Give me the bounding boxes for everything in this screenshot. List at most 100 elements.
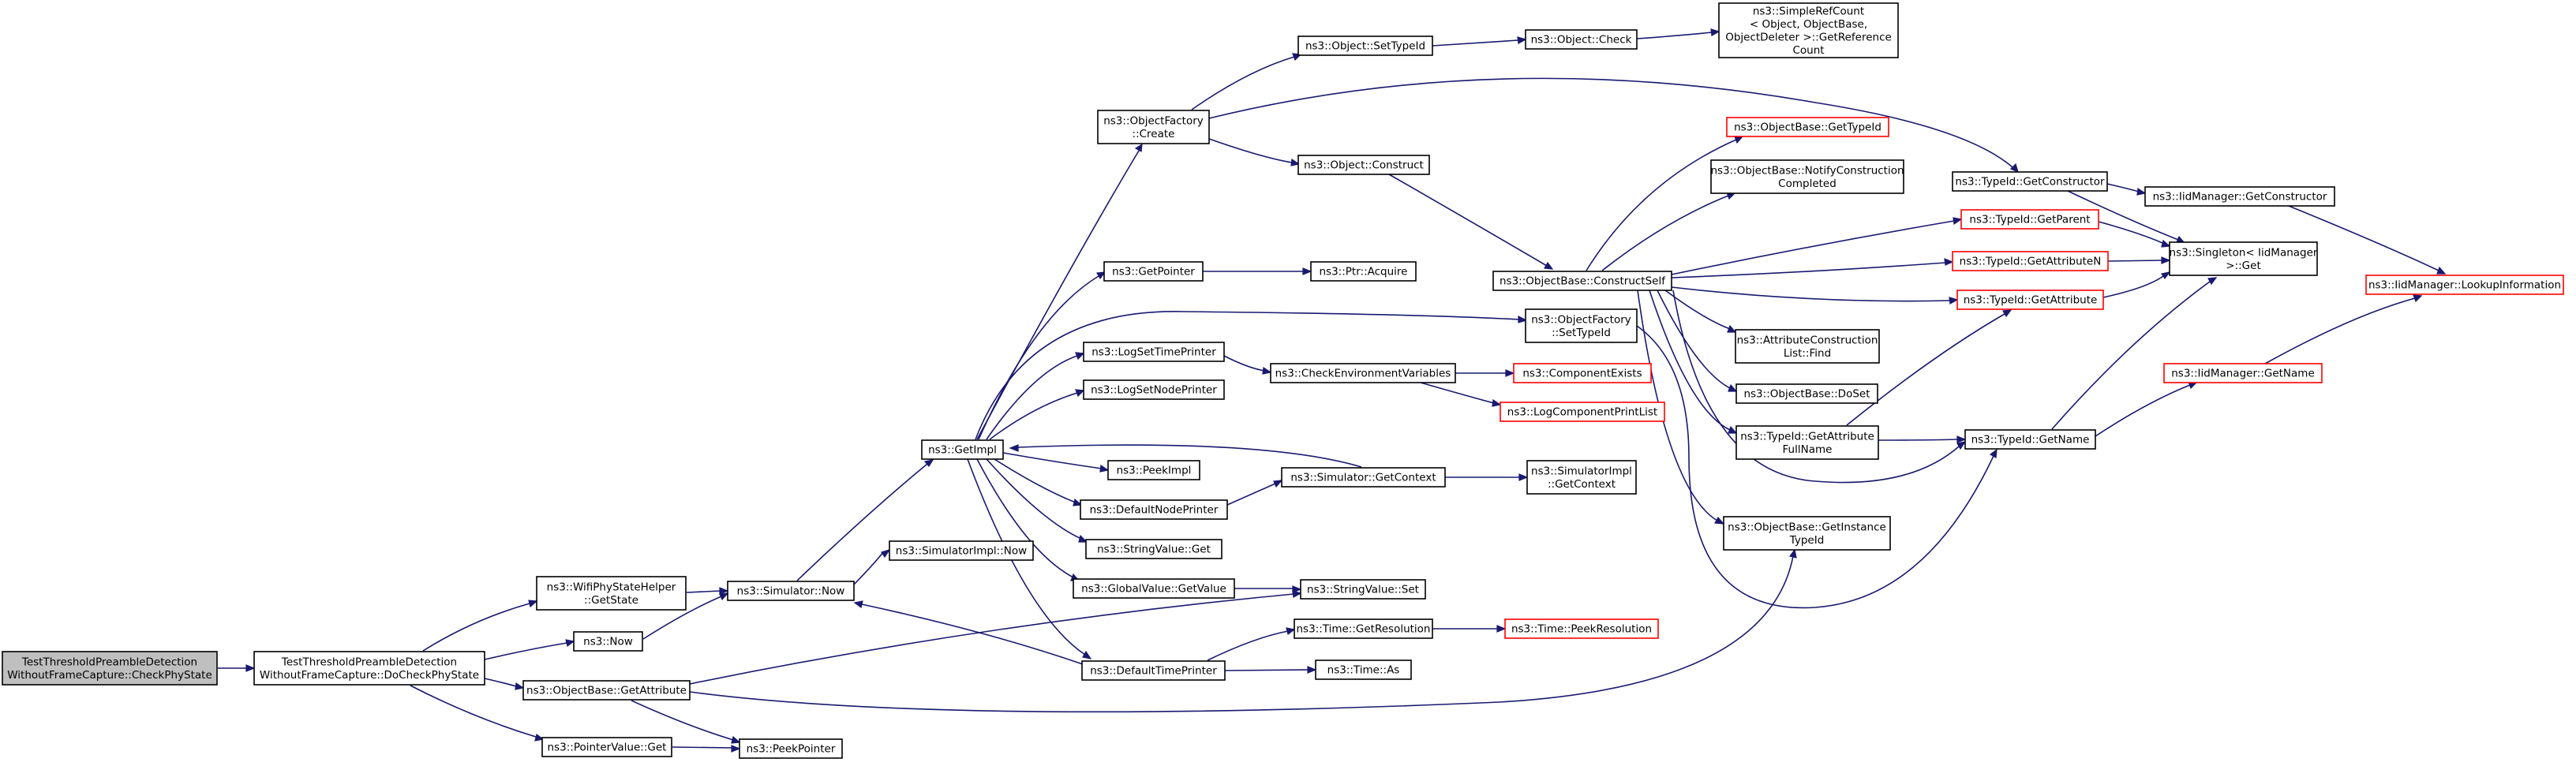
function-node-string-value-get[interactable]: ns3::StringValue::Get (1085, 539, 1222, 559)
node-label: ns3::SimulatorImpl (1531, 465, 1632, 477)
node-label: ::GetState (584, 594, 638, 607)
function-node-root[interactable]: TestThresholdPreambleDetectionWithoutFra… (2, 651, 218, 686)
function-node-component-exists[interactable]: ns3::ComponentExists (1513, 363, 1652, 383)
call-edge-check-env-to-log-component-print-list (1420, 382, 1502, 407)
function-node-type-id-get-attribute-n[interactable]: ns3::TypeId::GetAttributeN (1952, 251, 2109, 271)
node-label: TypeId (1789, 534, 1825, 547)
call-edge-construct-self-to-obj-base-do-set (1657, 290, 1738, 392)
function-node-default-time-printer[interactable]: ns3::DefaultTimePrinter (1081, 660, 1226, 681)
function-node-sim-get-context[interactable]: ns3::Simulator::GetContext (1281, 467, 1446, 488)
function-node-time-get-res[interactable]: ns3::Time::GetResolution (1294, 618, 1433, 639)
call-edge-type-id-get-attr-full-name-to-type-id-get-attribute (1846, 309, 2012, 426)
function-node-sim-now[interactable]: ns3::Simulator::Now (727, 581, 855, 601)
function-node-peek-impl[interactable]: ns3::PeekImpl (1107, 460, 1200, 480)
function-node-obj-base-get-type-id[interactable]: ns3::ObjectBase::GetTypeId (1726, 117, 1889, 137)
function-node-type-id-get-name[interactable]: ns3::TypeId::GetName (1964, 429, 2096, 450)
call-edge-construct-self-to-type-id-get-parent (1671, 217, 1963, 275)
function-node-type-id-get-constructor[interactable]: ns3::TypeId::GetConstructor (1952, 171, 2108, 192)
arrowhead (1734, 136, 1744, 144)
call-edge-wifi-get-state-to-sim-now (686, 587, 729, 595)
function-node-singleton-get[interactable]: ns3::Singleton< IidManager>::Get (2169, 241, 2318, 276)
node-box (1513, 363, 1652, 383)
function-node-sim-impl-get-context[interactable]: ns3::SimulatorImpl::GetContext (1526, 460, 1637, 495)
function-node-iid-get-name[interactable]: ns3::IidManager::GetName (2163, 363, 2323, 383)
node-box (1735, 425, 1879, 460)
call-edge-obj-set-type-id-to-obj-check (1432, 36, 1527, 47)
call-edge-get-attribute-to-string-value-set (689, 590, 1302, 685)
node-label: < Object, ObjectBase, (1750, 18, 1867, 31)
function-node-type-id-get-parent[interactable]: ns3::TypeId::GetParent (1960, 209, 2099, 230)
call-edge-default-time-printer-to-time-get-res (1207, 627, 1296, 661)
node-label: WithoutFrameCapture::CheckPhyState (7, 669, 212, 682)
arrowhead (1949, 297, 1959, 305)
call-edge-get-impl-to-peek-impl (1002, 452, 1110, 473)
call-edge-sim-now-to-sim-impl-now (853, 548, 891, 585)
function-node-obj-construct[interactable]: ns3::Object::Construct (1297, 155, 1430, 175)
call-edge-construct-self-to-attr-construction-find (1664, 290, 1737, 333)
function-node-obj-factory-create[interactable]: ns3::ObjectFactory::Create (1097, 110, 1210, 144)
arrowhead (2136, 187, 2147, 196)
node-box (889, 540, 1034, 561)
function-node-construct-self[interactable]: ns3::ObjectBase::ConstructSelf (1492, 271, 1672, 291)
function-node-sim-impl-now[interactable]: ns3::SimulatorImpl::Now (889, 540, 1034, 561)
arrowhead (731, 745, 741, 753)
function-node-obj-check[interactable]: ns3::Object::Check (1525, 29, 1638, 50)
function-node-wifi-get-state[interactable]: ns3::WifiPhyStateHelper::GetState (536, 576, 687, 611)
node-box (1735, 383, 1878, 404)
arrowhead (2207, 277, 2218, 286)
function-node-iid-lookup[interactable]: ns3::IidManager::LookupInformation (2365, 275, 2564, 295)
arrowhead (1286, 627, 1296, 636)
function-node-iid-get-constructor[interactable]: ns3::IidManager::GetConstructor (2144, 186, 2335, 207)
function-node-do-check[interactable]: TestThresholdPreambleDetectionWithoutFra… (253, 651, 485, 686)
node-box (921, 439, 1004, 460)
arrowhead (923, 459, 934, 468)
function-node-pointer-get[interactable]: ns3::PointerValue::Get (541, 737, 672, 757)
function-node-check-env[interactable]: ns3::CheckEnvironmentVariables (1270, 363, 1456, 383)
function-node-ptr-acquire[interactable]: ns3::Ptr::Acquire (1310, 261, 1417, 282)
call-edge-pointer-get-to-peek-pointer (672, 745, 741, 753)
node-box (1710, 159, 1904, 194)
node-label: ns3::LogSetNodePrinter (1091, 384, 1217, 397)
node-label: ns3::Time::As (1327, 664, 1400, 677)
node-label: ns3::ObjectBase::DoSet (1743, 388, 1870, 401)
node-box (1297, 155, 1430, 175)
call-edge-obj-factory-create-to-obj-set-type-id (1191, 53, 1302, 110)
function-node-string-value-set[interactable]: ns3::StringValue::Set (1300, 579, 1426, 600)
function-node-obj-base-do-set[interactable]: ns3::ObjectBase::DoSet (1735, 383, 1878, 404)
call-edge-sim-get-context-to-sim-impl-get-context (1445, 473, 1529, 481)
arrowhead (1517, 36, 1527, 44)
node-box (2365, 275, 2564, 295)
function-node-type-id-get-attribute[interactable]: ns3::TypeId::GetAttribute (1956, 290, 2104, 310)
function-node-obj-set-type-id[interactable]: ns3::Object::SetTypeId (1297, 35, 1433, 56)
function-node-now[interactable]: ns3::Now (573, 631, 643, 652)
node-label: ns3::SimulatorImpl::Now (896, 545, 1027, 558)
function-node-log-set-node[interactable]: ns3::LogSetNodePrinter (1083, 379, 1225, 400)
function-node-of-set-type-id[interactable]: ns3::ObjectFactory::SetTypeId (1525, 308, 1638, 343)
arrowhead (245, 664, 256, 672)
node-box (1300, 579, 1426, 600)
function-node-notify-construction[interactable]: ns3::ObjectBase::NotifyConstructionCompl… (1710, 159, 1904, 194)
function-node-default-node-printer[interactable]: ns3::DefaultNodePrinter (1080, 499, 1228, 520)
node-box (1085, 539, 1222, 559)
call-edge-get-impl-to-log-set-node (989, 389, 1085, 440)
arrowhead (2436, 266, 2447, 275)
function-node-get-pointer[interactable]: ns3::GetPointer (1103, 261, 1204, 282)
function-node-peek-pointer[interactable]: ns3::PeekPointer (739, 738, 843, 759)
function-node-log-set-time[interactable]: ns3::LogSetTimePrinter (1083, 342, 1225, 362)
call-edge-log-set-time-to-check-env (1223, 355, 1272, 375)
function-node-global-value-get[interactable]: ns3::GlobalValue::GetValue (1073, 578, 1235, 599)
arrowhead (1518, 473, 1529, 481)
node-box (1525, 308, 1638, 343)
arrowhead (1073, 498, 1083, 506)
function-node-simple-ref-count[interactable]: ns3::SimpleRefCount< Object, ObjectBase,… (1718, 2, 1899, 58)
function-node-get-impl[interactable]: ns3::GetImpl (921, 439, 1004, 460)
function-node-get-attribute[interactable]: ns3::ObjectBase::GetAttribute (522, 680, 691, 701)
function-node-time-peek-res[interactable]: ns3::Time::PeekResolution (1504, 618, 1659, 639)
node-box (1964, 429, 2096, 450)
node-box (2144, 186, 2335, 207)
function-node-log-component-print-list[interactable]: ns3::LogComponentPrintList (1500, 402, 1665, 422)
function-node-time-as[interactable]: ns3::Time::As (1315, 660, 1412, 680)
